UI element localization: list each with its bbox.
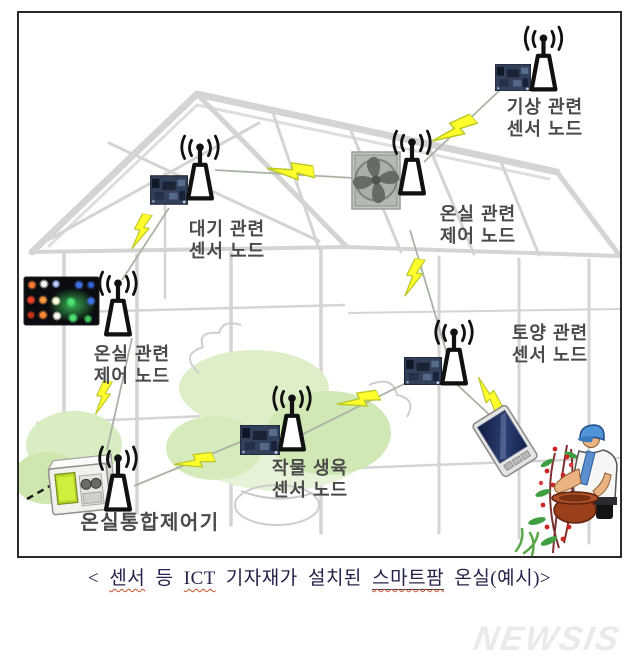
pda-icon	[472, 404, 538, 478]
antenna-icon	[100, 272, 136, 334]
label-line: 제어 노드	[93, 366, 171, 386]
label-crop-growth-sensor-node: 작물 생육 센서 노드	[272, 457, 348, 501]
caption-word-ict: ICT	[183, 568, 216, 589]
circuit-board-icon	[150, 175, 188, 205]
circuit-board-icon	[495, 64, 531, 91]
label-greenhouse-control-node-top: 온실 관련 제어 노드	[440, 203, 516, 247]
label-line: 센서 노드	[188, 241, 266, 261]
caption-text: 등	[145, 568, 184, 589]
label-line: 제어 노드	[439, 226, 517, 246]
label-soil-sensor-node: 토양 관련 센서 노드	[512, 322, 588, 366]
lightning-bolt-icon	[403, 257, 426, 299]
label-line: 기상 관련	[506, 97, 584, 117]
diagram-canvas	[19, 13, 620, 556]
label-line: 대기 관련	[188, 219, 266, 239]
circuit-board-icon	[240, 425, 280, 455]
label-line: 온실통합제어기	[80, 512, 220, 534]
label-atmosphere-sensor-node: 대기 관련 센서 노드	[189, 218, 265, 262]
lightning-bolt-icon	[130, 212, 153, 252]
figure-caption: < 센서 등 ICT 기자재가 설치된 스마트팜 온실(예시)>	[0, 565, 639, 593]
label-greenhouse-control-node-left: 온실 관련 제어 노드	[94, 343, 170, 387]
caption-text: 기자재가 설치된	[215, 568, 373, 589]
caption-word-sensor: 센서	[109, 568, 146, 589]
caption-suffix: 온실(예시)>	[444, 568, 552, 589]
diagram-frame	[17, 11, 622, 558]
label-line: 작물 생육	[271, 458, 349, 478]
caption-prefix: <	[87, 568, 110, 589]
label-weather-sensor-node: 기상 관련 센서 노드	[507, 96, 583, 140]
label-line: 센서 노드	[271, 480, 349, 500]
newsis-watermark: NEWSIS	[470, 620, 624, 658]
label-line: 센서 노드	[506, 119, 584, 139]
label-integrated-controller: 온실통합제어기	[80, 511, 219, 535]
label-line: 센서 노드	[511, 345, 589, 365]
led-panel-icon	[23, 276, 100, 326]
caption-word-smartfarm: 스마트팜	[372, 568, 445, 590]
ventilation-fan-icon	[351, 151, 401, 210]
farmer-illustration	[551, 424, 618, 524]
label-line: 토양 관련	[511, 323, 589, 343]
circuit-board-icon	[404, 357, 442, 385]
label-line: 온실 관련	[93, 344, 171, 364]
label-line: 온실 관련	[439, 204, 517, 224]
